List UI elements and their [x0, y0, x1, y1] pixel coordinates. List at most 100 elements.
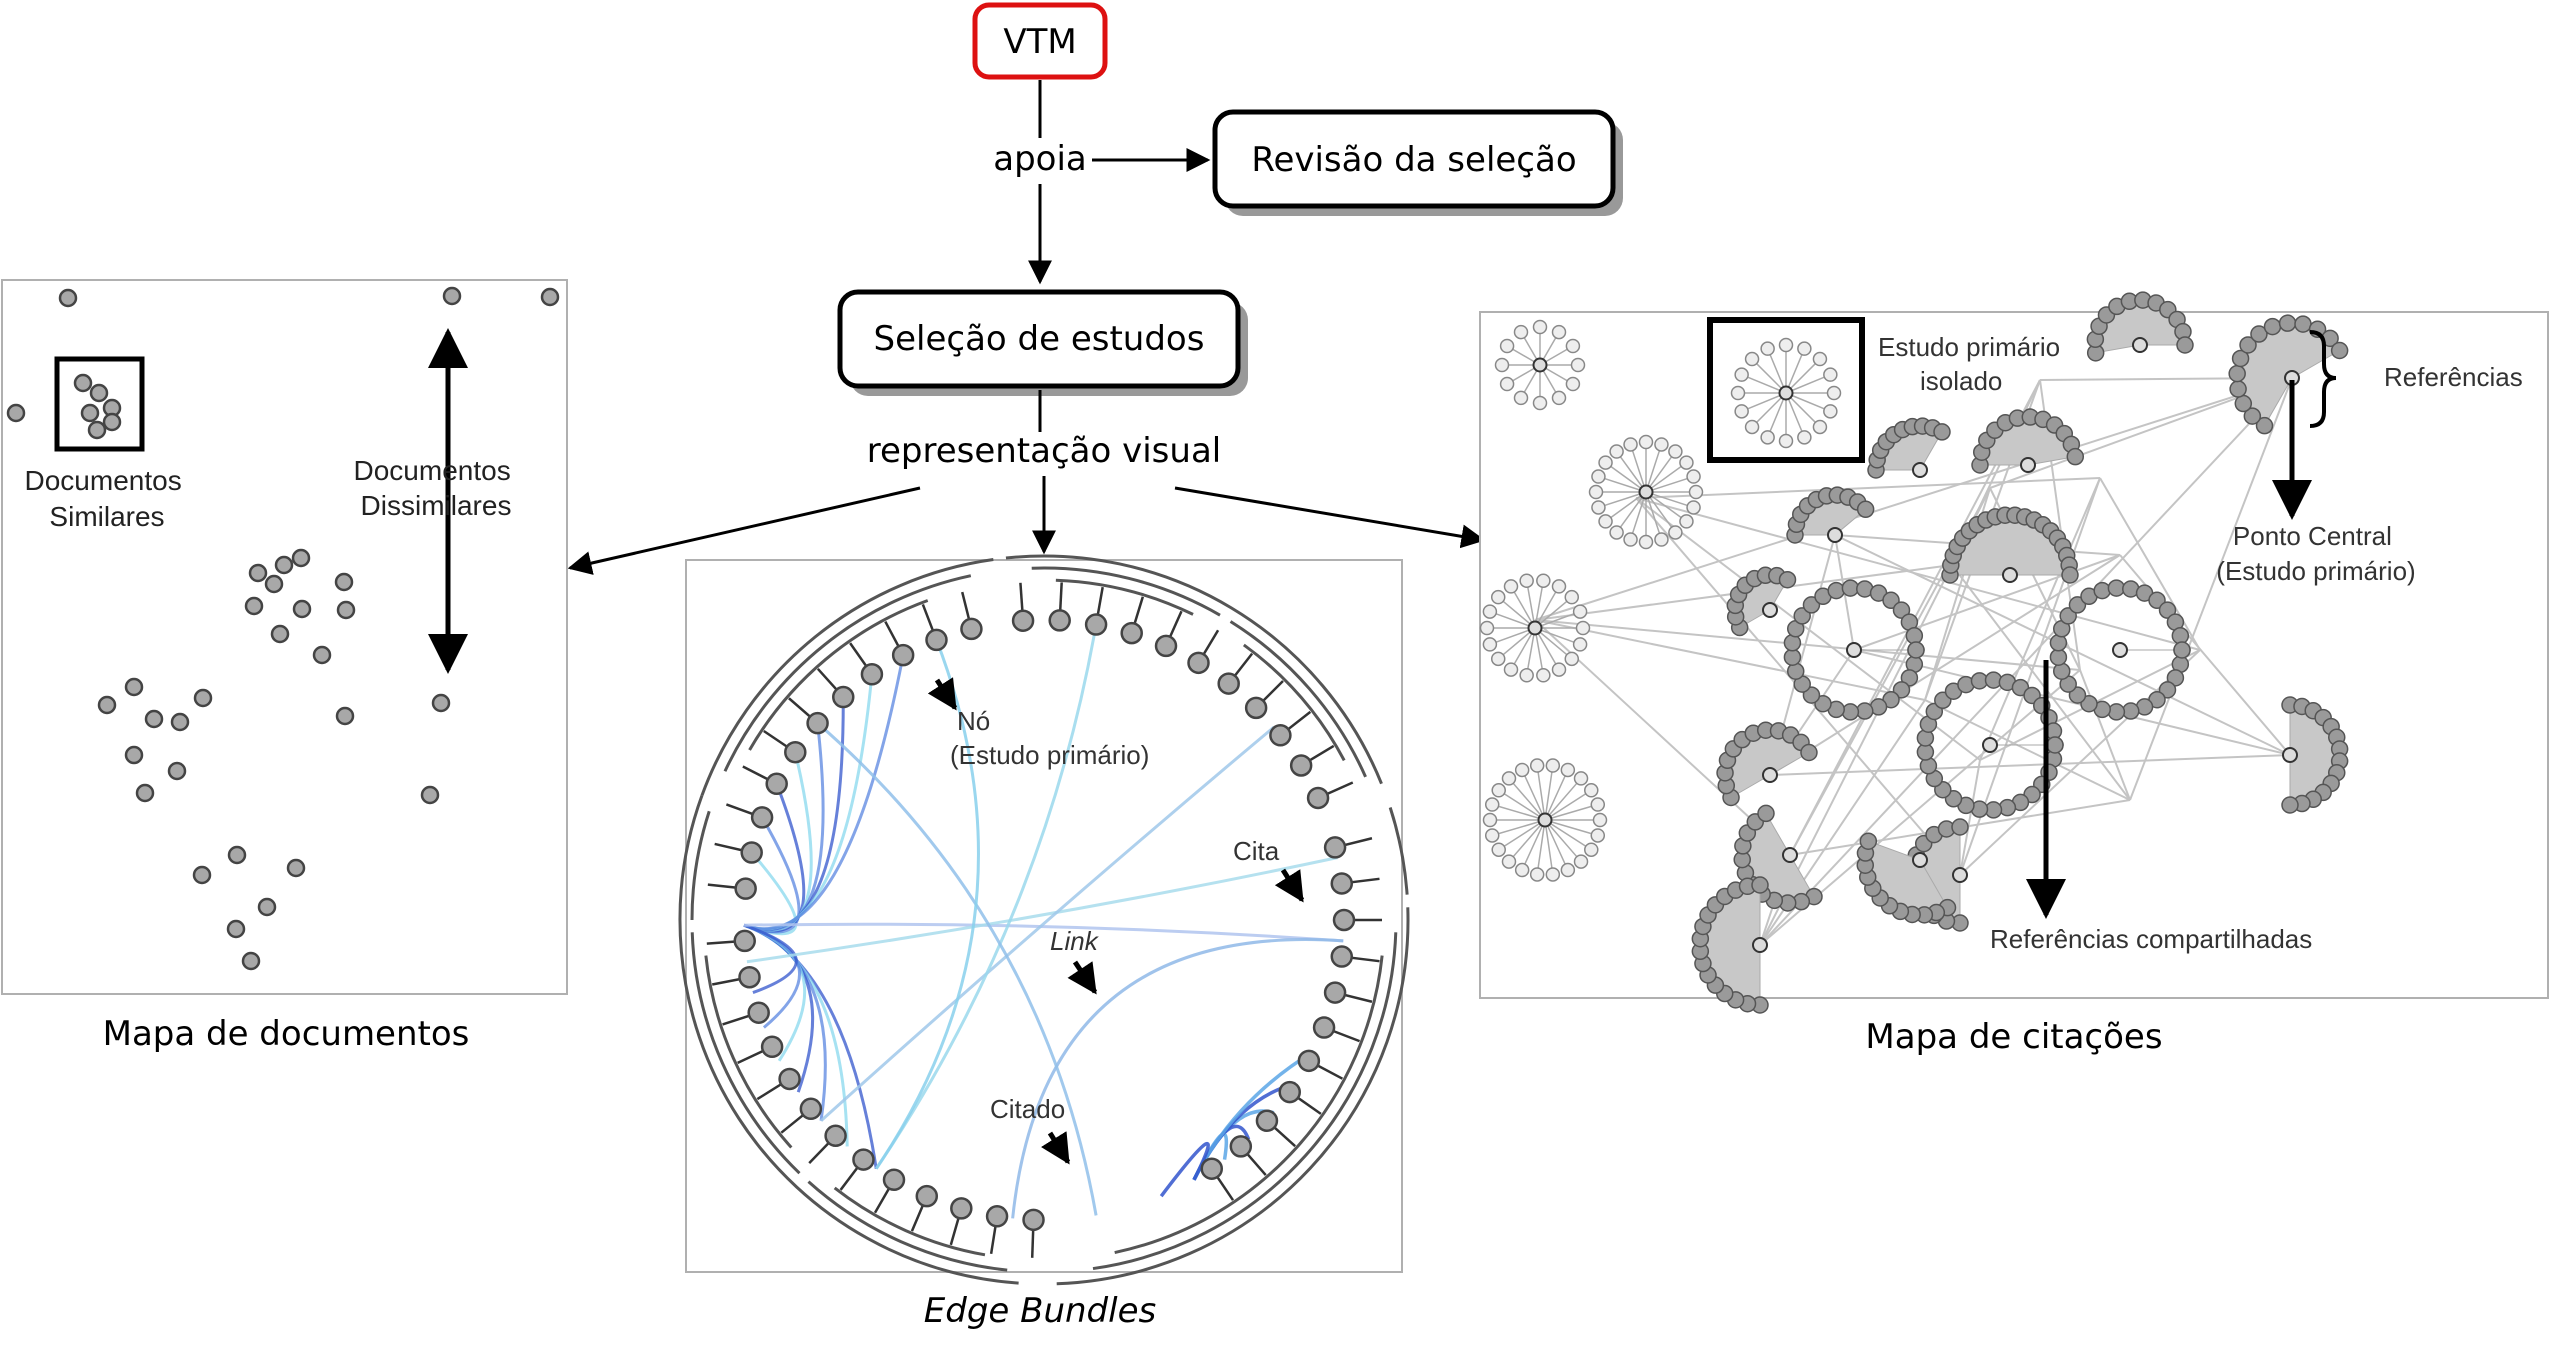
cita-label: Cita	[1233, 836, 1280, 866]
arrow-to-doc-map	[567, 486, 921, 575]
primary-study-node	[1752, 937, 1768, 953]
reference-node	[1482, 604, 1498, 619]
reference-node	[1564, 651, 1580, 667]
citation-edge	[1635, 497, 1981, 761]
link-label: Link	[1050, 926, 1100, 956]
reference-node	[2046, 736, 2064, 754]
circle-node	[1330, 872, 1354, 895]
reference-node	[1892, 601, 1911, 619]
star-edge	[1534, 586, 1560, 629]
circle-node	[806, 711, 829, 735]
reference-node	[2093, 581, 2111, 600]
reference-node	[1560, 862, 1576, 878]
reference-node	[1545, 758, 1561, 773]
document-node	[192, 865, 212, 885]
document-node	[420, 785, 440, 805]
hierarchy-arc-outer	[700, 558, 994, 797]
circle-node	[1120, 621, 1143, 645]
edge-bundle-group	[743, 624, 1344, 1219]
reference-node	[2278, 314, 2297, 332]
circle-node	[1306, 786, 1330, 810]
star-edge	[1498, 789, 1546, 821]
reference-node	[1778, 337, 1794, 353]
reference-node	[1679, 455, 1694, 470]
circle-node	[882, 1168, 906, 1192]
reference-node	[1573, 854, 1589, 869]
star-edge	[1525, 580, 1536, 629]
reference-node	[2068, 596, 2087, 614]
document-node	[6, 403, 26, 423]
reference-node	[1503, 579, 1519, 594]
reference-node	[1654, 437, 1669, 452]
circle-node	[740, 841, 763, 864]
edge-bundles-caption: Edge Bundles	[924, 1291, 1156, 1331]
dissimilares-line1: Documentos	[354, 455, 511, 486]
reference-node	[1686, 469, 1701, 484]
reference-node	[1797, 430, 1812, 445]
reference-node	[1907, 641, 1925, 659]
citation-edge	[1534, 619, 2081, 671]
primary-study-node	[1952, 867, 1968, 883]
reference-node	[1584, 783, 1599, 798]
circle-node	[925, 628, 948, 652]
reference-node	[1590, 828, 1606, 843]
circle-node	[1269, 724, 1292, 747]
reference-node	[2234, 394, 2253, 413]
reference-node	[1570, 357, 1586, 373]
document-node	[286, 858, 306, 878]
reference-node	[1513, 390, 1529, 406]
circle-node	[1011, 609, 1035, 632]
primary-study-node	[1762, 767, 1778, 783]
star-edge	[1508, 777, 1546, 821]
citado-pointer-arrow	[1041, 1131, 1071, 1165]
circle-node	[738, 965, 761, 989]
reference-node	[1856, 500, 1875, 519]
citado-label: Citado	[990, 1094, 1065, 1124]
star-edge	[1497, 627, 1536, 660]
reference-node	[1686, 500, 1701, 515]
reference-node	[1856, 702, 1874, 720]
star-edge	[1492, 803, 1546, 821]
reference-node	[1826, 385, 1842, 401]
hierarchy-arc-outer	[1056, 907, 1410, 1286]
reference-node	[1609, 444, 1624, 459]
star-edge	[1629, 444, 1647, 493]
circle-node	[799, 1097, 823, 1121]
reference-node	[2066, 447, 2085, 466]
reference-node	[1654, 532, 1669, 547]
reference-node	[2250, 325, 2268, 343]
citation-edge	[1959, 759, 1981, 876]
document-node	[226, 919, 246, 939]
reference-node	[2231, 349, 2250, 368]
reference-node	[1536, 668, 1551, 683]
revisao-label: Revisão da seleção	[1251, 140, 1576, 180]
primary-study-node	[1537, 812, 1553, 828]
reference-node	[1551, 579, 1567, 594]
star-edge	[1544, 819, 1554, 875]
reference-node	[1501, 771, 1517, 786]
star-edge	[1544, 803, 1598, 821]
circle-node	[824, 1124, 847, 1148]
circle-node	[1022, 1208, 1045, 1232]
reference-node	[1668, 444, 1683, 459]
document-node	[431, 693, 451, 713]
star-edge	[1510, 627, 1536, 670]
citation-edge	[1951, 564, 2131, 801]
star-edge	[1645, 491, 1663, 540]
reference-node	[1783, 648, 1802, 666]
reference-node	[2171, 626, 2190, 645]
reference-node	[1532, 319, 1548, 335]
circle-node	[747, 1001, 770, 1024]
reference-node	[1688, 484, 1704, 500]
compartilhadas-label: Referências compartilhadas	[1990, 924, 2312, 954]
revisao-box	[1212, 109, 1616, 209]
reference-node	[1814, 694, 1832, 713]
citation-edge	[1759, 377, 2293, 946]
star-edge	[1544, 819, 1582, 863]
referencias-label: Referências	[2384, 362, 2523, 392]
isolado-line2: isolado	[1920, 366, 2002, 396]
edge-link	[874, 624, 1098, 1170]
hierarchy-arc-innermost	[1242, 643, 1346, 762]
hierarchy-arc-inner	[723, 574, 972, 772]
circle-node	[733, 929, 756, 953]
